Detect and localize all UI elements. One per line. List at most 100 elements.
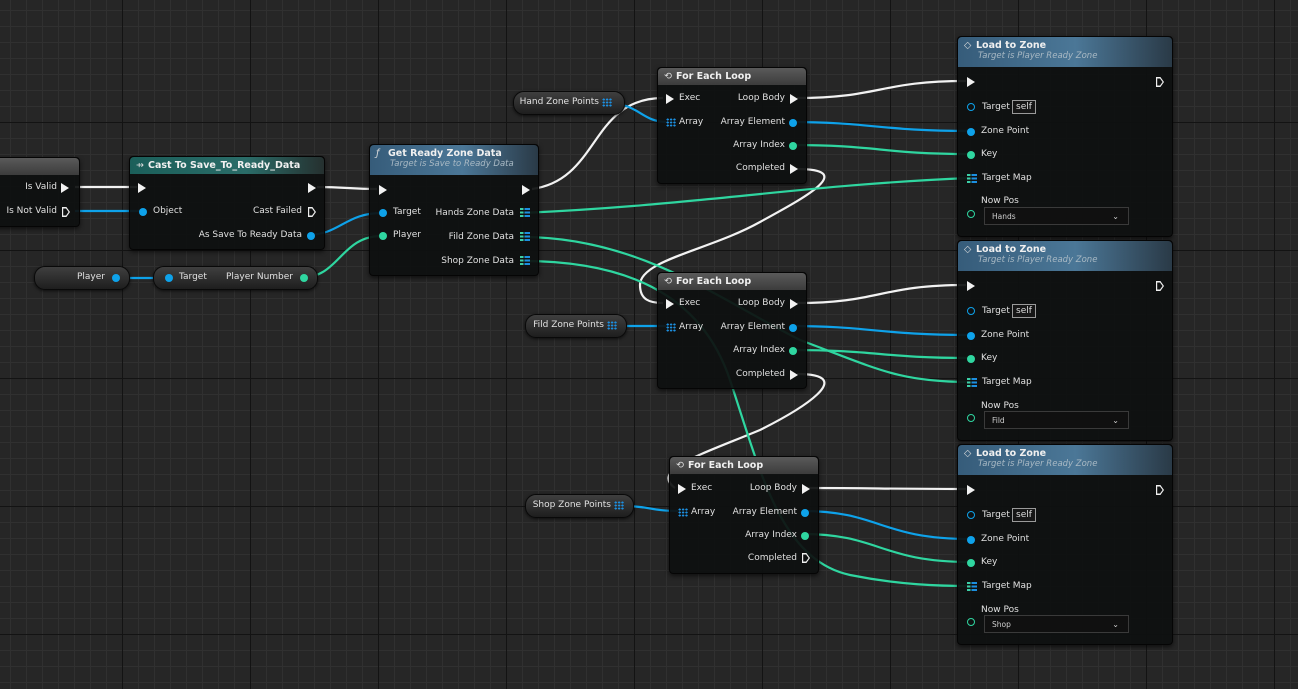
cast-output-pin[interactable]: [307, 232, 315, 240]
hand-zone-points-label: Hand Zone Points: [519, 97, 599, 107]
player-output-pin[interactable]: [112, 274, 120, 282]
load-zone-3-target-pin[interactable]: [967, 511, 975, 519]
shop-zone-points-variable[interactable]: Shop Zone Points: [525, 494, 634, 518]
loop-2-completed-label: Completed: [735, 369, 785, 379]
hands-zone-data-map-icon[interactable]: [520, 208, 530, 218]
loop-2-loop-body-label: Loop Body: [737, 298, 785, 308]
is-valid-node[interactable]: Is Valid Is Not Valid: [0, 157, 80, 227]
player-variable[interactable]: Player: [34, 266, 130, 290]
loop-1-array-index-pin[interactable]: [789, 142, 797, 150]
player-number-target-pin[interactable]: [165, 274, 173, 282]
loop-1-array-element-label: Array Element: [720, 117, 785, 127]
get-ready-player-pin[interactable]: [379, 232, 387, 240]
load-zone-3-exec-out-pin[interactable]: [1156, 485, 1164, 495]
loop-1-array-element-pin[interactable]: [789, 119, 797, 127]
cast-failed-exec-pin[interactable]: [308, 207, 316, 217]
shop-zone-points-array-icon[interactable]: [614, 501, 624, 510]
load-zone-1-target-pin[interactable]: [967, 103, 975, 111]
loop-3-completed-pin[interactable]: [802, 553, 810, 563]
load-zone-1-exec-in-pin[interactable]: [967, 77, 975, 87]
load-zone-1-self-field[interactable]: self: [1012, 100, 1036, 114]
for-each-loop-node-1[interactable]: ⟲For Each Loop Exec Array Loop Body Arra…: [657, 67, 807, 184]
cast-object-pin[interactable]: [139, 208, 147, 216]
load-zone-1-title: Load to Zone: [976, 40, 1047, 51]
loop-2-array-element-pin[interactable]: [789, 324, 797, 332]
load-zone-2-now-pos-dropdown[interactable]: Fild ⌄: [984, 411, 1129, 429]
cast-output-label: As Save To Ready Data: [198, 230, 302, 240]
player-number-node[interactable]: Target Player Number: [153, 266, 318, 290]
load-zone-2-zone-point-pin[interactable]: [967, 332, 975, 340]
load-zone-3-zone-point-pin[interactable]: [967, 536, 975, 544]
load-zone-3-exec-in-pin[interactable]: [967, 485, 975, 495]
load-to-zone-node-1[interactable]: ◇Load to Zone Target is Player Ready Zon…: [957, 36, 1173, 237]
cast-object-label: Object: [153, 206, 183, 216]
load-zone-3-now-pos-label: Now Pos: [981, 605, 1019, 615]
load-zone-2-self-field[interactable]: self: [1012, 304, 1036, 318]
load-zone-3-now-pos-pin[interactable]: [967, 618, 975, 626]
load-zone-2-target-label: Target: [982, 306, 1010, 316]
load-zone-1-now-pos-pin[interactable]: [967, 210, 975, 218]
load-zone-3-now-pos-dropdown[interactable]: Shop ⌄: [984, 615, 1129, 633]
function-diamond-icon: ◇: [964, 448, 972, 459]
for-each-loop-node-2[interactable]: ⟲For Each Loop Exec Array Loop Body Arra…: [657, 272, 807, 389]
loop-2-exec-pin[interactable]: [666, 299, 674, 309]
loop-3-array-element-pin[interactable]: [801, 509, 809, 517]
cast-exec-out-pin[interactable]: [308, 183, 316, 193]
loop-2-loop-body-pin[interactable]: [790, 299, 798, 309]
loop-3-exec-pin[interactable]: [678, 484, 686, 494]
load-zone-3-target-map-icon[interactable]: [967, 582, 977, 592]
load-zone-1-key-pin[interactable]: [967, 151, 975, 159]
loop-2-array-icon[interactable]: [666, 323, 676, 332]
load-zone-2-exec-out-pin[interactable]: [1156, 281, 1164, 291]
get-ready-exec-out-pin[interactable]: [522, 185, 530, 195]
get-ready-exec-in-pin[interactable]: [379, 185, 387, 195]
player-number-output-pin[interactable]: [300, 274, 308, 282]
shop-zone-data-map-icon[interactable]: [520, 256, 530, 266]
loop-2-completed-pin[interactable]: [790, 370, 798, 380]
loop-1-exec-pin[interactable]: [666, 94, 674, 104]
load-zone-1-exec-out-pin[interactable]: [1156, 77, 1164, 87]
load-zone-2-zone-point-label: Zone Point: [981, 330, 1030, 340]
hand-zone-points-array-icon[interactable]: [602, 98, 612, 107]
loop-3-array-index-pin[interactable]: [801, 532, 809, 540]
load-to-zone-node-2[interactable]: ◇Load to Zone Target is Player Ready Zon…: [957, 240, 1173, 441]
is-not-valid-exec-pin[interactable]: [62, 207, 70, 217]
get-ready-target-pin[interactable]: [379, 209, 387, 217]
load-zone-1-now-pos-dropdown[interactable]: Hands ⌄: [984, 207, 1129, 225]
loop-3-array-index-label: Array Index: [745, 530, 797, 540]
load-zone-2-target-pin[interactable]: [967, 307, 975, 315]
load-zone-3-self-field[interactable]: self: [1012, 508, 1036, 522]
load-zone-2-key-pin[interactable]: [967, 355, 975, 363]
loop-3-loop-body-pin[interactable]: [802, 484, 810, 494]
load-zone-2-now-pos-pin[interactable]: [967, 414, 975, 422]
hand-zone-points-variable[interactable]: Hand Zone Points: [513, 91, 625, 115]
fild-zone-data-map-icon[interactable]: [520, 232, 530, 242]
load-zone-2-target-map-icon[interactable]: [967, 378, 977, 388]
loop-2-array-index-pin[interactable]: [789, 347, 797, 355]
for-each-loop-node-3[interactable]: ⟲For Each Loop Exec Array Loop Body Arra…: [669, 456, 819, 574]
loop-2-array-label: Array: [679, 322, 704, 332]
loop-1-array-icon[interactable]: [666, 118, 676, 127]
load-to-zone-node-3[interactable]: ◇Load to Zone Target is Player Ready Zon…: [957, 444, 1173, 645]
load-zone-3-key-pin[interactable]: [967, 559, 975, 567]
load-zone-1-zone-point-pin[interactable]: [967, 128, 975, 136]
cast-node[interactable]: ⇸Cast To Save_To_Ready_Data Object Cast …: [129, 156, 325, 250]
cast-exec-in-pin[interactable]: [138, 183, 146, 193]
chevron-down-icon: ⌄: [1112, 212, 1119, 221]
loop-2-header: ⟲For Each Loop: [658, 273, 806, 290]
function-diamond-icon: ◇: [964, 40, 972, 51]
load-zone-2-exec-in-pin[interactable]: [967, 281, 975, 291]
load-zone-1-target-map-icon[interactable]: [967, 174, 977, 184]
cast-node-title: Cast To Save_To_Ready_Data: [148, 160, 301, 171]
loop-3-array-icon[interactable]: [678, 508, 688, 517]
is-valid-label: Is Valid: [25, 182, 57, 192]
loop-1-completed-pin[interactable]: [790, 164, 798, 174]
loop-1-loop-body-pin[interactable]: [790, 94, 798, 104]
fild-zone-points-variable[interactable]: Fild Zone Points: [525, 314, 627, 338]
load-zone-3-header: ◇Load to Zone Target is Player Ready Zon…: [958, 445, 1172, 475]
is-not-valid-label: Is Not Valid: [6, 206, 57, 216]
fild-zone-points-array-icon[interactable]: [607, 321, 617, 330]
is-valid-exec-pin[interactable]: [61, 183, 69, 193]
